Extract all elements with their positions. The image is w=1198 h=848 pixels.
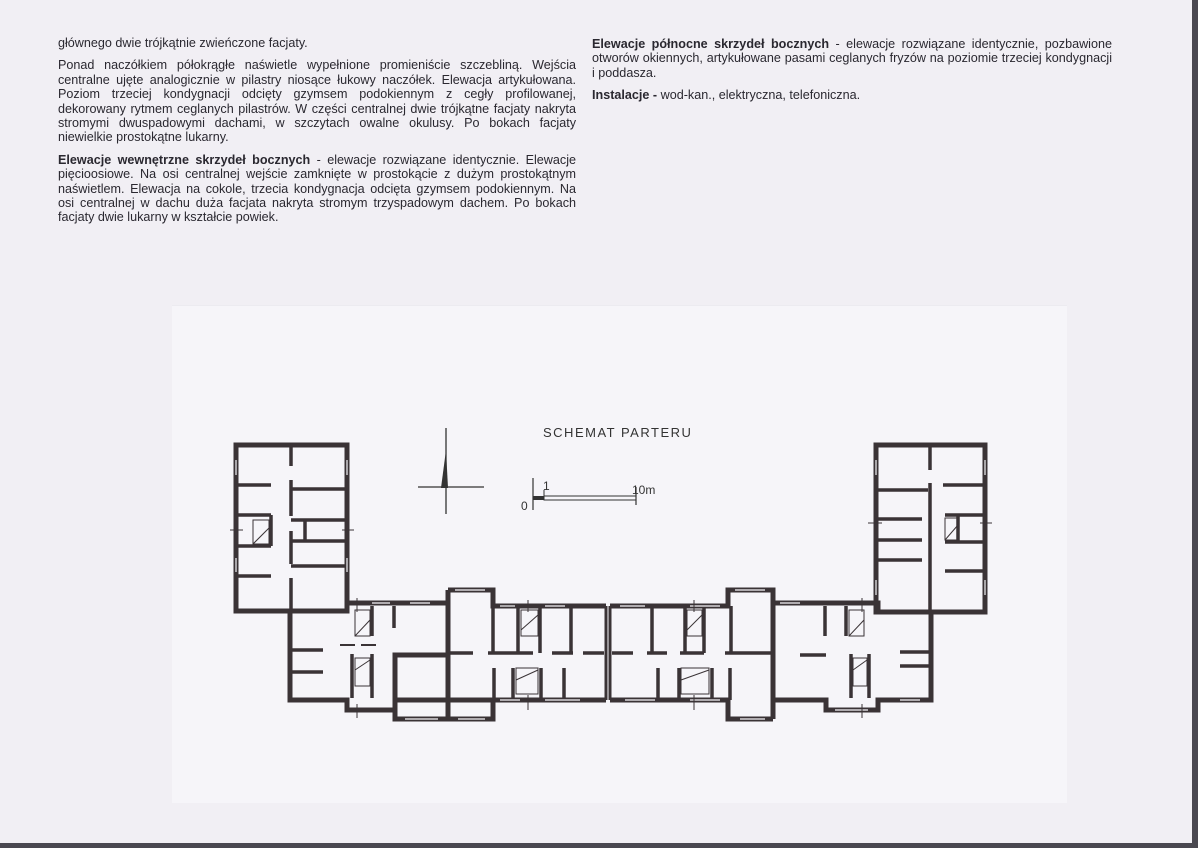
- interior-partitions: [238, 445, 983, 700]
- entrances: [230, 522, 992, 718]
- paragraph-facjaty: głównego dwie trójkątnie zwieńczone facj…: [58, 36, 308, 50]
- left-text-column: głównego dwie trójkątnie zwieńczone facj…: [58, 36, 576, 233]
- scale-label-10m: 10m: [632, 483, 656, 497]
- scale-bar: [532, 478, 637, 510]
- heading-instalacje: Instalacje -: [592, 88, 658, 103]
- heading-elewacje-wewnetrzne: Elewacje wewnętrzne skrzydeł bocznych: [58, 152, 311, 167]
- building-walls: [233, 442, 988, 722]
- windows: [235, 460, 986, 720]
- paragraph-elewacje-polnocne: Elewacje północne skrzydeł bocznych - el…: [592, 37, 1112, 80]
- north-arrow-icon: [418, 428, 484, 514]
- paragraph-instalacje: Instalacje - wod-kan., elektryczna, tele…: [592, 88, 861, 103]
- paragraph-elewacje-wewnetrzne: Elewacje wewnętrzne skrzydeł bocznych - …: [58, 152, 576, 225]
- paragraph-naczolek: Ponad naczółkiem półokrągłe naświetle wy…: [58, 58, 576, 145]
- right-text-column: Elewacje północne skrzydeł bocznych - el…: [592, 37, 1112, 111]
- scan-edge-right: [1192, 0, 1198, 848]
- heading-elewacje-polnocne: Elewacje północne skrzydeł bocznych: [592, 37, 830, 51]
- floor-plan-panel: [172, 305, 1067, 803]
- scale-label-0: 0: [521, 499, 528, 513]
- scale-label-1: 1: [543, 479, 550, 493]
- floor-plan-title: SCHEMAT PARTERU: [543, 425, 693, 440]
- stairs: [252, 517, 959, 695]
- scan-edge-bottom: [0, 843, 1198, 848]
